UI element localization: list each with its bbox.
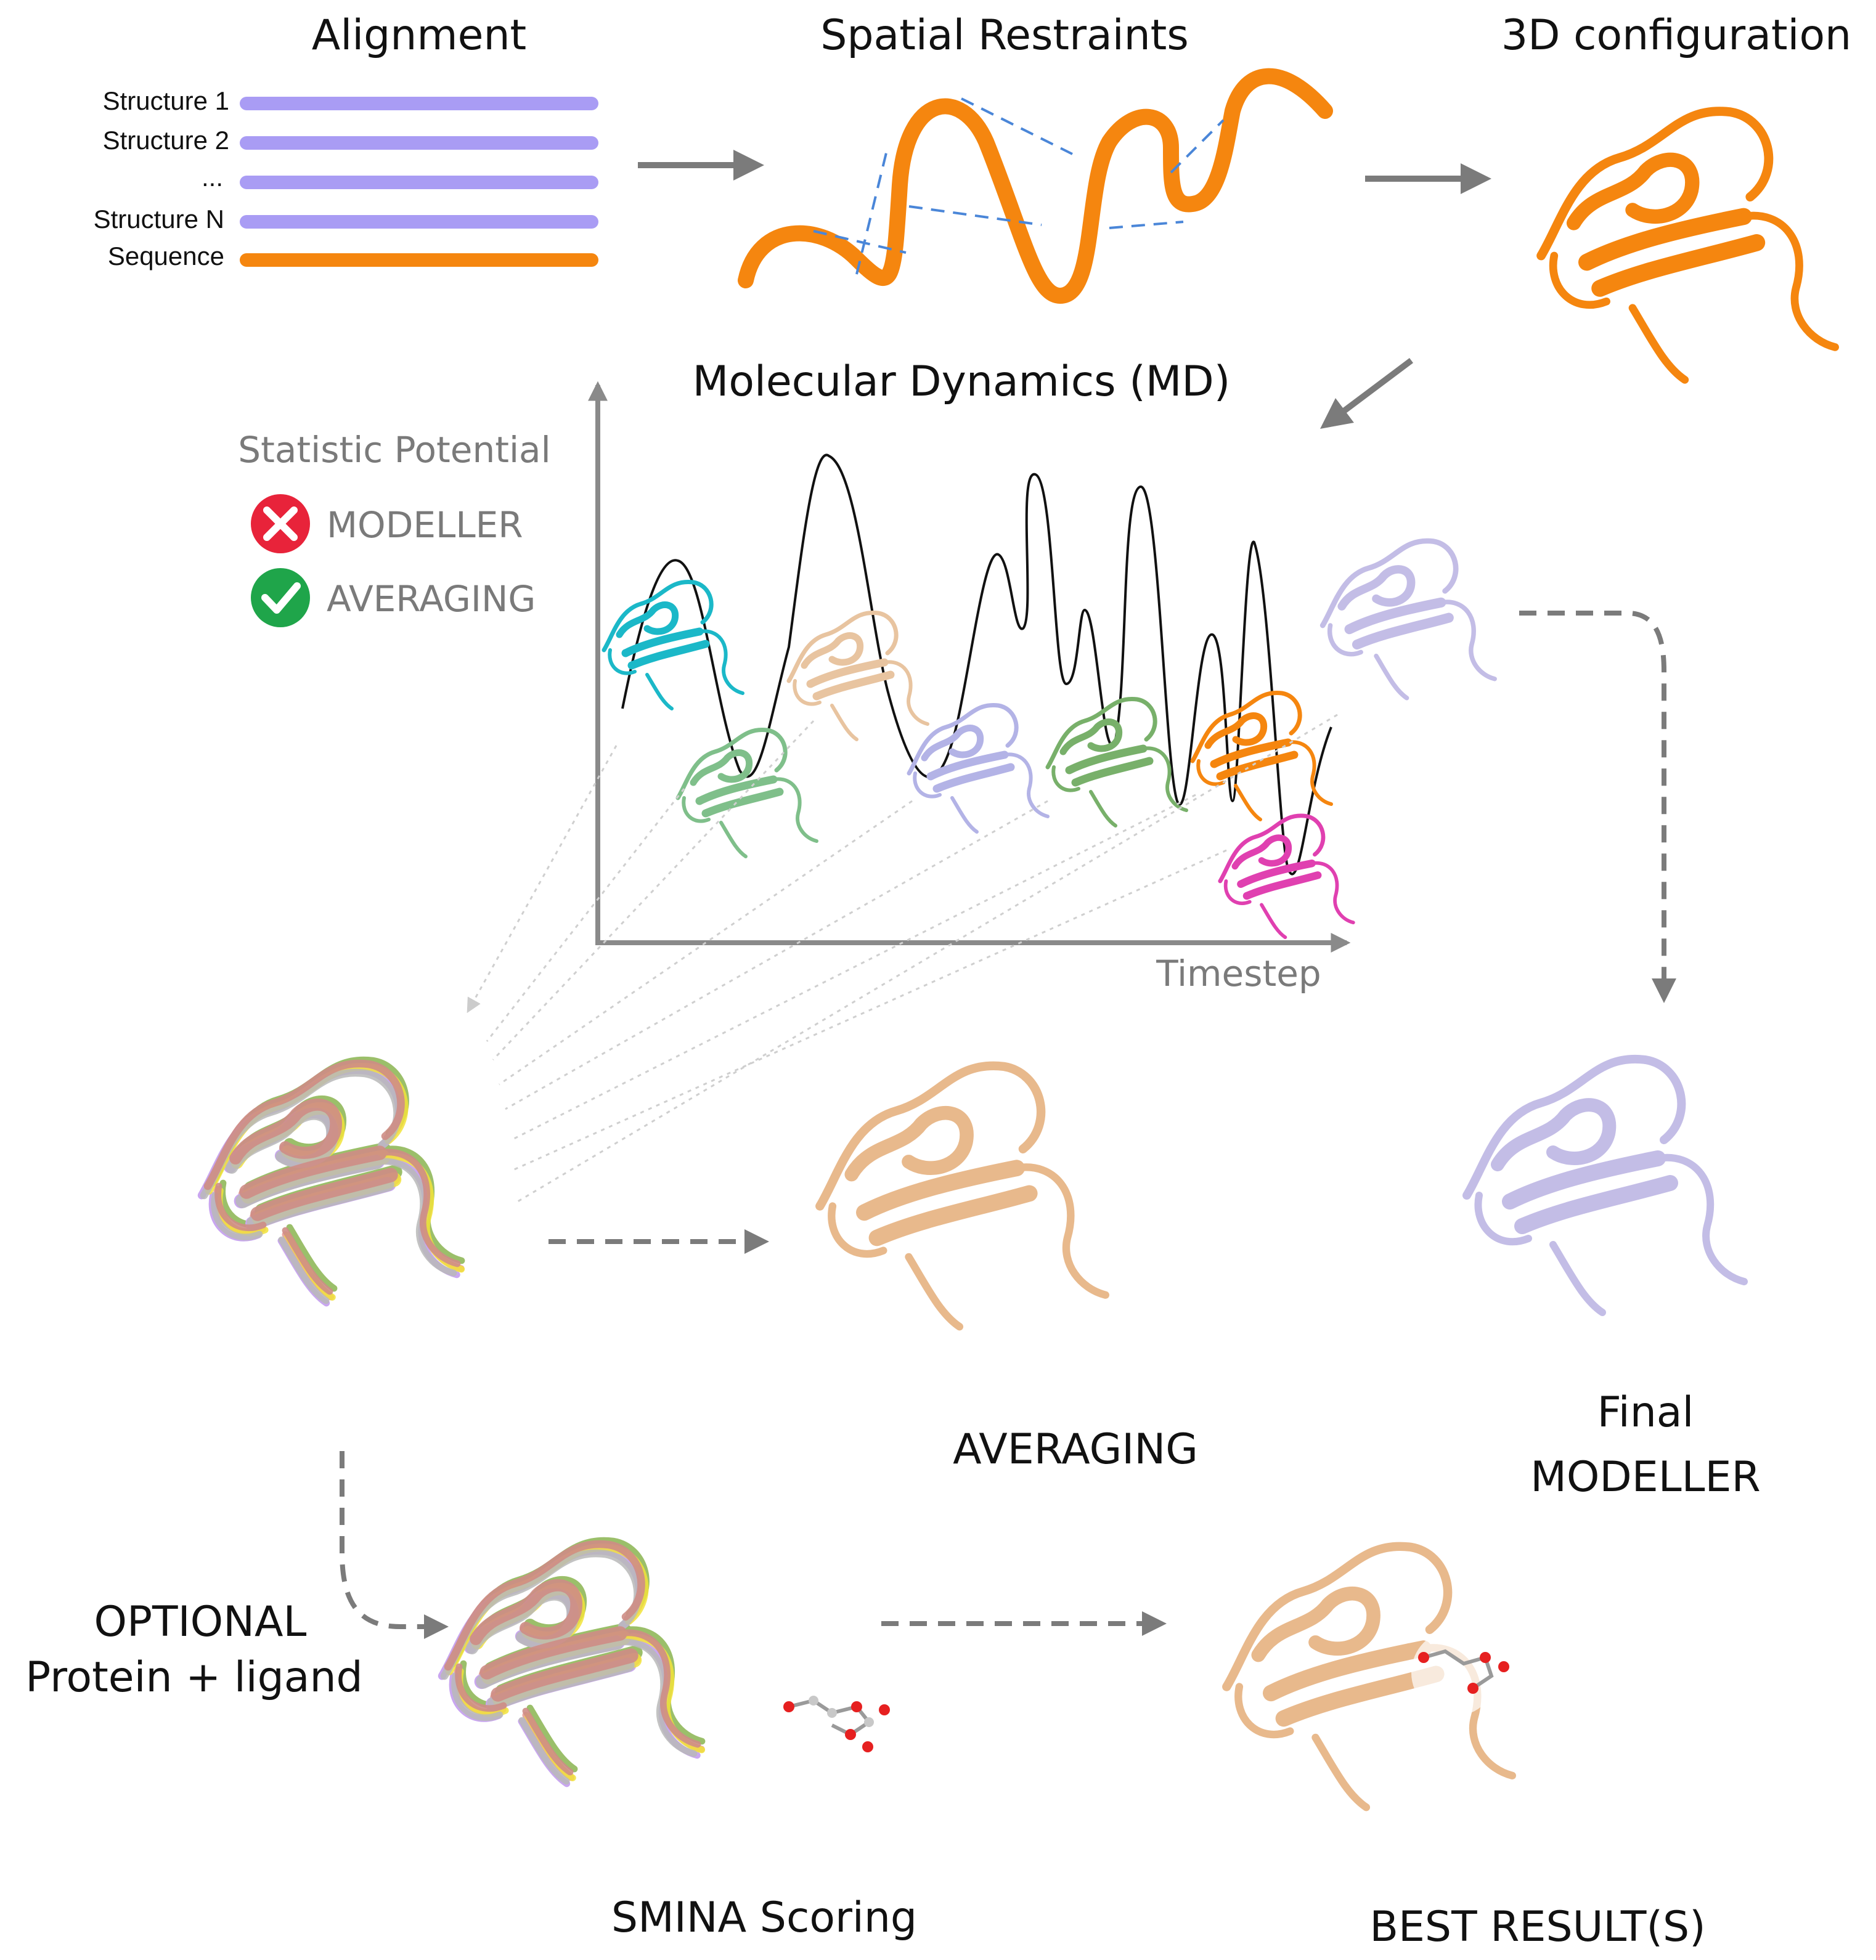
bound-ligand-icon (1411, 1630, 1509, 1716)
legend-item-modeller: MODELLER (251, 494, 523, 553)
final-label-line1: Final (1597, 1388, 1694, 1437)
alignment-row: Structure 1 (103, 86, 598, 115)
md-snapshot (678, 730, 817, 856)
alignment-rows: Structure 1 Structure 2 ... Structure N … (94, 86, 598, 270)
md-snapshot (1323, 541, 1495, 698)
restraint-chain (738, 68, 1333, 304)
check-circle-icon (251, 568, 310, 627)
legend-item-averaging: AVERAGING (251, 568, 536, 627)
optional-label-line1: OPTIONAL (94, 1598, 307, 1646)
legend-label: AVERAGING (327, 578, 536, 620)
md-snapshots (604, 541, 1495, 937)
protein-ensemble (202, 1060, 462, 1303)
md-snapshot (604, 582, 743, 709)
snapshot-collection-lines (467, 714, 1338, 1203)
md-energy-curve (621, 453, 1332, 876)
flow-arrow-dashed (1519, 611, 1676, 1003)
configuration-heading: 3D configuration (1501, 11, 1851, 60)
protein-ensemble-with-ligand (442, 1541, 702, 1784)
protein-3d-configuration (1541, 112, 1835, 380)
statistic-potential-legend: Statistic Potential MODELLER AVERAGING (238, 429, 551, 627)
alignment-row: Sequence (108, 242, 598, 270)
flow-arrow (1320, 358, 1413, 429)
alignment-row: Structure 2 (103, 126, 598, 155)
md-heading: Molecular Dynamics (MD) (693, 357, 1231, 406)
alignment-row-label: Sequence (108, 242, 224, 270)
spatial-restraints-heading: Spatial Restraints (820, 11, 1189, 60)
md-snapshot (1048, 699, 1186, 826)
protein-averaging-result (820, 1066, 1105, 1327)
md-snapshot (909, 705, 1048, 832)
statistic-potential-title: Statistic Potential (238, 429, 550, 471)
md-snapshot (1220, 816, 1353, 937)
smina-label: SMINA Scoring (611, 1893, 917, 1942)
alignment-row-label: ... (202, 163, 223, 192)
flow-arrow-dashed (340, 1451, 449, 1639)
alignment-row: Structure N (94, 205, 598, 234)
alignment-row-label: Structure 1 (103, 86, 229, 115)
alignment-row: ... (202, 163, 598, 192)
averaging-label: AVERAGING (953, 1425, 1198, 1474)
final-label-line2: MODELLER (1530, 1453, 1761, 1502)
alignment-row-label: Structure 2 (103, 126, 229, 155)
alignment-heading: Alignment (312, 11, 526, 60)
alignment-row-label: Structure N (94, 205, 224, 234)
ligand-molecule-icon (783, 1696, 890, 1752)
md-snapshot (789, 612, 928, 739)
md-x-axis-label: Timestep (1156, 953, 1321, 994)
optional-label-line2: Protein + ligand (25, 1653, 362, 1702)
legend-label: MODELLER (327, 504, 523, 546)
best-result-label: BEST RESULT(S) (1369, 1903, 1705, 1951)
protein-final-modeller (1467, 1059, 1744, 1312)
